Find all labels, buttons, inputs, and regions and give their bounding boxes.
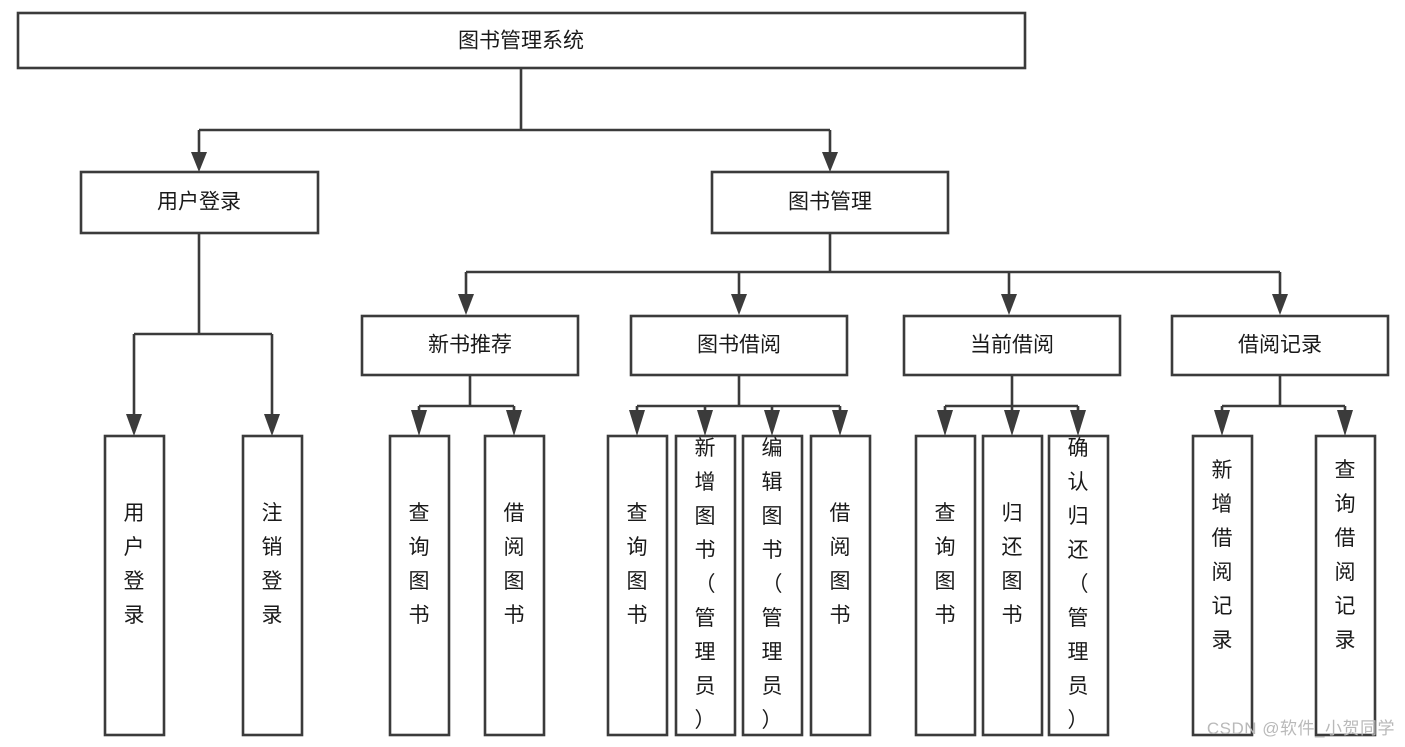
- node-book-borrow-label: 图书借阅: [697, 334, 781, 357]
- arrow-head-icon: [697, 410, 713, 436]
- node-current-borrow[interactable]: 当前借阅: [902, 314, 1122, 377]
- leaf-node[interactable]: 查询图书: [914, 434, 977, 737]
- node-borrow-record[interactable]: 借阅记录: [1170, 314, 1390, 377]
- leaf-node[interactable]: 借阅图书: [483, 434, 546, 737]
- leaf-logout-label: 注销登录: [262, 502, 283, 627]
- connector-bookmgmt-to-level3: [458, 233, 1288, 315]
- arrow-head-icon: [832, 410, 848, 436]
- connector-current-to-leaves: [937, 375, 1086, 436]
- arrow-head-icon: [506, 410, 522, 436]
- arrow-head-icon: [1272, 294, 1288, 315]
- leaf-borrow-book-label: 借阅图书: [830, 502, 851, 627]
- leaf-node[interactable]: 新增图书（管理员）: [674, 434, 737, 737]
- arrow-head-icon: [411, 410, 427, 436]
- node-new-book-recommend-label: 新书推荐: [428, 334, 512, 357]
- arrow-head-icon: [126, 414, 142, 436]
- leaf-node[interactable]: 归还图书: [981, 434, 1044, 737]
- leaf-query-book-label: 查询图书: [935, 502, 956, 627]
- arrow-head-icon: [1004, 410, 1020, 436]
- leaf-edit-book-label: 编辑图书（管理员）: [762, 437, 783, 732]
- node-root-label: 图书管理系统: [458, 30, 584, 53]
- leaf-add-record-label: 新增借阅记录: [1212, 459, 1233, 652]
- node-user-login-label: 用户登录: [157, 191, 241, 214]
- node-user-login[interactable]: 用户登录: [79, 170, 320, 235]
- arrow-head-icon: [937, 410, 953, 436]
- node-root[interactable]: 图书管理系统: [16, 11, 1027, 70]
- connector-newbook-to-leaves: [411, 375, 522, 436]
- node-book-management[interactable]: 图书管理: [710, 170, 950, 235]
- arrow-head-icon: [1070, 410, 1086, 436]
- arrow-head-icon: [764, 410, 780, 436]
- arrow-head-icon: [264, 414, 280, 436]
- leaf-node[interactable]: 查询图书: [388, 434, 451, 737]
- connector-record-to-leaves: [1214, 375, 1353, 436]
- leaf-borrow-book-label: 借阅图书: [504, 502, 525, 627]
- arrow-head-icon: [731, 294, 747, 315]
- leaf-return-book-label: 归还图书: [1002, 502, 1023, 627]
- arrow-head-icon: [629, 410, 645, 436]
- leaf-node[interactable]: 注销登录: [241, 434, 304, 737]
- arrow-head-icon: [1001, 294, 1017, 315]
- leaf-node[interactable]: 新增借阅记录: [1191, 434, 1254, 737]
- arrow-head-icon: [822, 152, 838, 172]
- arrow-head-icon: [191, 152, 207, 172]
- leaf-query-record-label: 查询借阅记录: [1335, 459, 1356, 652]
- leaf-query-book-label: 查询图书: [627, 502, 648, 627]
- node-borrow-record-label: 借阅记录: [1238, 334, 1322, 357]
- leaf-node[interactable]: 用户登录: [103, 434, 166, 737]
- arrow-head-icon: [1337, 410, 1353, 436]
- leaf-node[interactable]: 确认归还（管理员）: [1047, 434, 1110, 737]
- arrow-head-icon: [1214, 410, 1230, 436]
- node-current-borrow-label: 当前借阅: [970, 334, 1054, 357]
- leaf-node[interactable]: 查询图书: [606, 434, 669, 737]
- connector-userlogin-to-leaves: [126, 233, 280, 436]
- leaf-add-book-label: 新增图书（管理员）: [695, 437, 716, 732]
- node-new-book-recommend[interactable]: 新书推荐: [360, 314, 580, 377]
- arrow-head-icon: [458, 294, 474, 315]
- leaf-user-login-label: 用户登录: [124, 502, 145, 627]
- node-book-borrow[interactable]: 图书借阅: [629, 314, 849, 377]
- connector-root-to-level2: [191, 68, 838, 172]
- leaf-node[interactable]: 借阅图书: [809, 434, 872, 737]
- leaf-node[interactable]: 编辑图书（管理员）: [741, 434, 804, 737]
- leaf-query-book-label: 查询图书: [409, 502, 430, 627]
- leaf-node[interactable]: 查询借阅记录: [1314, 434, 1377, 737]
- node-book-management-label: 图书管理: [788, 191, 872, 214]
- leaf-confirm-return-label: 确认归还（管理员）: [1068, 437, 1089, 732]
- connector-borrow-to-leaves: [629, 375, 848, 436]
